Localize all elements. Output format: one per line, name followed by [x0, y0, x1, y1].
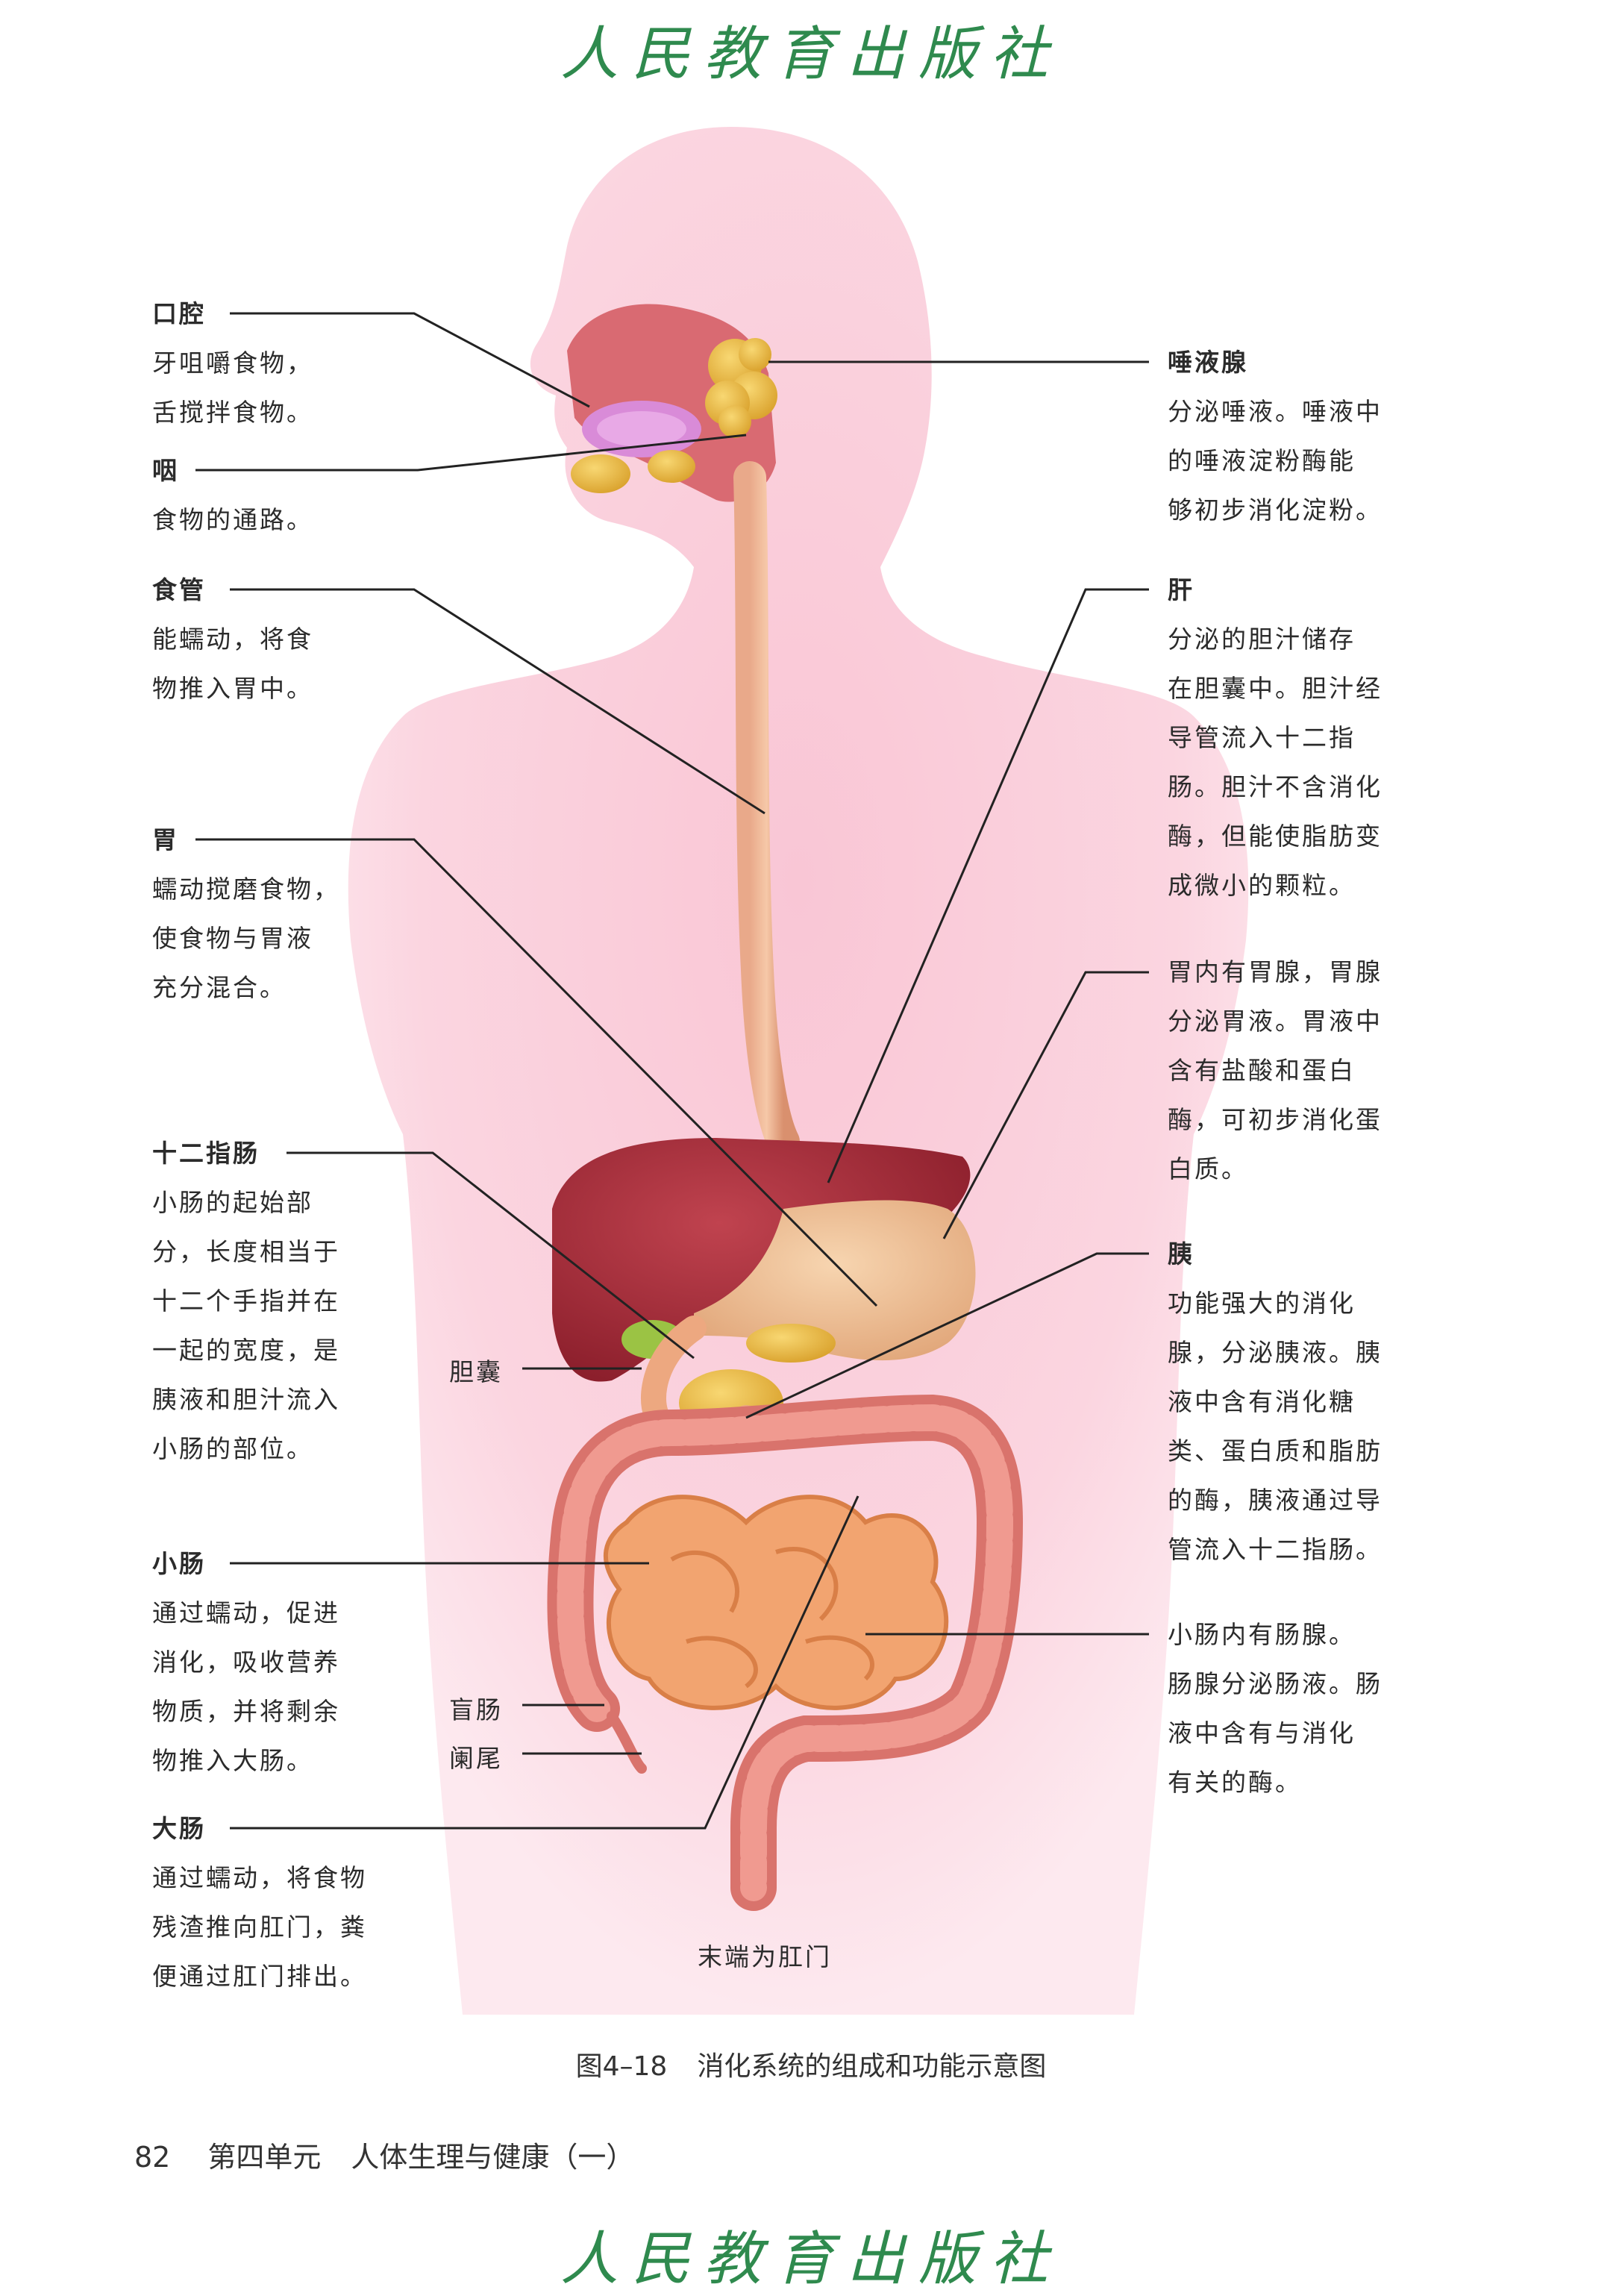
label-intestinal-gland: 小肠内有肠腺。 肠腺分泌肠液。肠 液中含有与消化 有关的酶。	[1168, 1610, 1383, 1807]
leader-stomach	[195, 838, 878, 1307]
label-title: 唾液腺	[1168, 348, 1248, 377]
label-title: 胃	[152, 825, 179, 854]
label-title: 咽	[152, 456, 179, 485]
label-title: 十二指肠	[152, 1139, 260, 1168]
unit-name: 第四单元	[207, 2141, 322, 2174]
label-cecum: 盲肠	[449, 1695, 503, 1724]
label-oral-cavity: 口腔 牙咀嚼食物， 舌搅拌食物。	[152, 290, 313, 437]
publisher-header: 人民教育出版社	[560, 21, 1062, 88]
label-large-intestine: 大肠 通过蠕动，将食物 残渣推向肛门，粪 便通过肛门排出。	[152, 1804, 367, 2001]
label-desc: 小肠的起始部 分，长度相当于 十二个手指并在 一起的宽度，是 胰液和胆汁流入 小…	[152, 1188, 340, 1463]
digestive-system-figure	[195, 127, 1249, 2015]
label-desc: 分泌唾液。唾液中 的唾液淀粉酶能 够初步消化淀粉。	[1168, 397, 1383, 525]
leader-oral	[230, 312, 590, 408]
label-desc: 能蠕动，将食 物推入胃中。	[152, 625, 313, 703]
unit-title: 人体生理与健康（一）	[351, 2141, 635, 2174]
figure-title: 消化系统的组成和功能示意图	[697, 2051, 1047, 2082]
label-duodenum: 十二指肠 小肠的起始部 分，长度相当于 十二个手指并在 一起的宽度，是 胰液和胆…	[152, 1129, 340, 1474]
label-gastric-gland: 胃内有胃腺，胃腺 分泌胃液。胃液中 含有盐酸和蛋白 酶，可初步消化蛋 白质。	[1168, 948, 1383, 1194]
leader-pancreas	[745, 1252, 1149, 1419]
label-title: 胰	[1168, 1239, 1194, 1269]
page-footer: 82 第四单元人体生理与健康（一）	[134, 2134, 634, 2175]
leader-lines	[195, 312, 1149, 1830]
label-desc: 蠕动搅磨食物， 使食物与胃液 充分混合。	[152, 875, 340, 1002]
label-stomach: 胃 蠕动搅磨食物， 使食物与胃液 充分混合。	[152, 816, 340, 1013]
figure-caption: 图4–18 消化系统的组成和功能示意图	[0, 2045, 1622, 2083]
leader-esophagus	[230, 588, 765, 815]
label-desc: 食物的通路。	[152, 505, 313, 534]
label-anus: 末端为肛门	[698, 1942, 832, 1971]
salivary-gland-shapes	[571, 338, 777, 493]
label-title: 大肠	[152, 1814, 206, 1843]
label-desc: 功能强大的消化 腺，分泌胰液。胰 液中含有消化糖 类、蛋白质和脂肪 的酶，胰液通…	[1168, 1289, 1383, 1564]
esophagus-shape	[733, 461, 800, 1158]
page-number: 82	[134, 2141, 171, 2174]
label-title: 口腔	[152, 299, 206, 328]
label-title: 食管	[152, 575, 206, 604]
label-appendix: 阑尾	[449, 1744, 503, 1773]
label-pancreas: 胰 功能强大的消化 腺，分泌胰液。胰 液中含有消化糖 类、蛋白质和脂肪 的酶，胰…	[1168, 1230, 1383, 1574]
label-esophagus: 食管 能蠕动，将食 物推入胃中。	[152, 566, 313, 713]
label-salivary-gland: 唾液腺 分泌唾液。唾液中 的唾液淀粉酶能 够初步消化淀粉。	[1168, 338, 1383, 535]
label-small-intestine: 小肠 通过蠕动，促进 消化，吸收营养 物质，并将剩余 物推入大肠。	[152, 1539, 340, 1786]
publisher-footer: 人民教育出版社	[560, 2226, 1062, 2293]
leader-duodenum	[286, 1151, 695, 1360]
label-desc: 分泌的胆汁储存 在胆囊中。胆汁经 导管流入十二指 肠。胆汁不含消化 酶，但能使脂…	[1168, 625, 1383, 900]
label-desc: 牙咀嚼食物， 舌搅拌食物。	[152, 348, 313, 427]
leader-pharynx	[195, 434, 747, 472]
label-title: 肝	[1168, 575, 1194, 604]
label-gallbladder: 胆囊	[449, 1357, 503, 1386]
appendix-shape	[607, 1711, 647, 1774]
small-intestine-shape	[604, 1495, 949, 1710]
label-liver: 肝 分泌的胆汁储存 在胆囊中。胆汁经 导管流入十二指 肠。胆汁不含消化 酶，但能…	[1168, 566, 1383, 910]
label-desc: 通过蠕动，促进 消化，吸收营养 物质，并将剩余 物推入大肠。	[152, 1598, 340, 1775]
stomach-shape	[694, 1200, 976, 1361]
label-desc: 小肠内有肠腺。 肠腺分泌肠液。肠 液中含有与消化 有关的酶。	[1168, 1620, 1383, 1797]
leader-large-intestine	[230, 1495, 859, 1830]
figure-number: 图4–18	[575, 2051, 668, 2082]
label-title: 小肠	[152, 1549, 206, 1578]
label-pharynx: 咽 食物的通路。	[152, 446, 313, 545]
leader-liver	[827, 588, 1149, 1183]
leader-gastric	[942, 971, 1149, 1239]
label-desc: 通过蠕动，将食物 残渣推向肛门，粪 便通过肛门排出。	[152, 1863, 367, 1991]
label-desc: 胃内有胃腺，胃腺 分泌胃液。胃液中 含有盐酸和蛋白 酶，可初步消化蛋 白质。	[1168, 957, 1383, 1183]
